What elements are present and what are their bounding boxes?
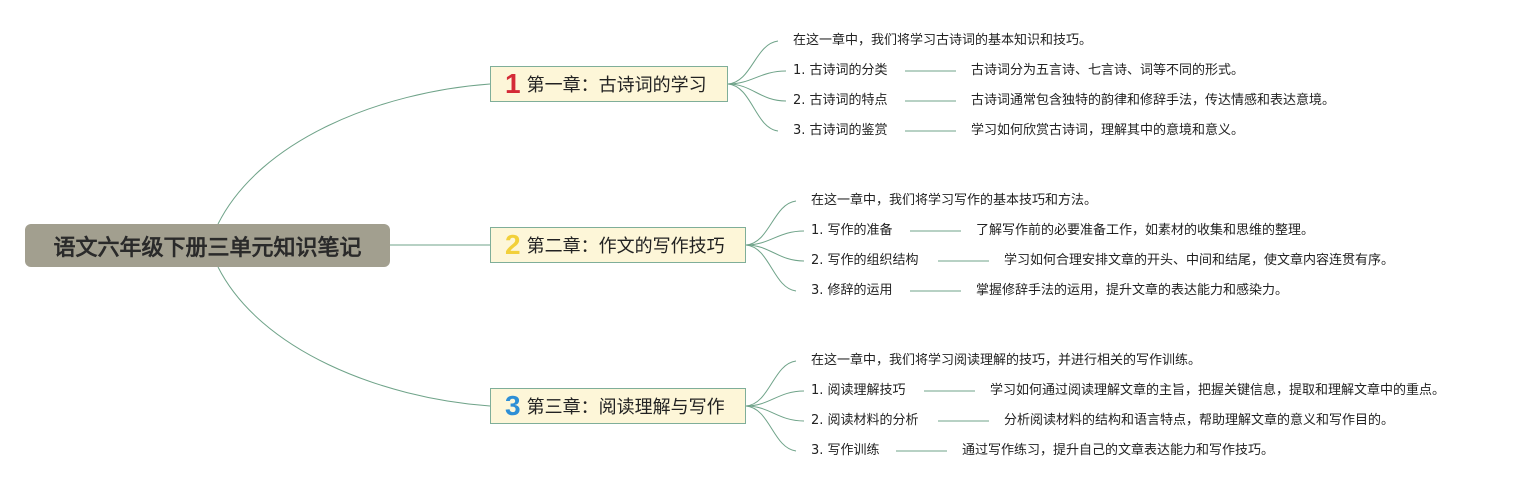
chapter-3-intro[interactable]: 在这一章中，我们将学习阅读理解的技巧，并进行相关的写作训练。	[811, 353, 1202, 368]
ch2-branch-item-2	[745, 244, 805, 262]
chapter-1-item-1-detail[interactable]: 古诗词分为五言诗、七言诗、词等不同的形式。	[971, 63, 1245, 78]
chapter-2-item-1-label[interactable]: 1. 写作的准备	[811, 223, 893, 238]
ch1-branch-item-1	[727, 70, 787, 85]
chapter-1-title: 第一章：古诗词的学习	[526, 75, 707, 96]
chapter-3-item-1-label[interactable]: 1. 阅读理解技巧	[811, 383, 906, 398]
ch2-branch-item-3	[745, 244, 797, 292]
chapter-3-item-1-detail[interactable]: 学习如何通过阅读理解文章的主旨，把握关键信息，提取和理解文章中的重点。	[990, 383, 1446, 398]
ch3-branch-intro	[745, 360, 797, 407]
chapter-2-item-3-label[interactable]: 3. 修辞的运用	[811, 283, 893, 298]
chapter-2-item-2-detail[interactable]: 学习如何合理安排文章的开头、中间和结尾，使文章内容连贯有序。	[1004, 253, 1395, 268]
root-title: 语文六年级下册三单元知识笔记	[53, 235, 362, 261]
ch1-branch-intro	[727, 40, 779, 85]
chapter-1-node[interactable]: 1 第一章：古诗词的学习	[490, 66, 728, 102]
chapter-1-item-2-label[interactable]: 2. 古诗词的特点	[793, 93, 888, 108]
ch2-branch-intro	[745, 200, 797, 246]
number-3-icon: 3	[505, 390, 521, 421]
chapter-2-item-1-detail[interactable]: 了解写作前的必要准备工作，如素材的收集和思维的整理。	[976, 223, 1315, 238]
chapter-1-item-1-label[interactable]: 1. 古诗词的分类	[793, 63, 888, 78]
chapter-3-item-3-detail[interactable]: 通过写作练习，提升自己的文章表达能力和写作技巧。	[962, 443, 1275, 458]
chapter-1-intro[interactable]: 在这一章中，我们将学习古诗词的基本知识和技巧。	[793, 33, 1093, 48]
ch1-branch-item-2	[727, 83, 787, 102]
number-2-icon: 2	[505, 229, 521, 260]
chapter-2-node[interactable]: 2 第二章：作文的写作技巧	[490, 227, 746, 263]
chapter-1-item-3-label[interactable]: 3. 古诗词的鉴赏	[793, 123, 888, 138]
ch3-branch-item-1	[745, 390, 805, 407]
chapter-1-item-2-detail[interactable]: 古诗词通常包含独特的韵律和修辞手法，传达情感和表达意境。	[971, 93, 1336, 108]
chapter-2-item-3-detail[interactable]: 掌握修辞手法的运用，提升文章的表达能力和感染力。	[976, 283, 1289, 298]
chapter-1-item-3-detail[interactable]: 学习如何欣赏古诗词，理解其中的意境和意义。	[971, 123, 1245, 138]
number-1-icon: 1	[505, 68, 521, 99]
chapter-2-intro[interactable]: 在这一章中，我们将学习写作的基本技巧和方法。	[811, 193, 1098, 208]
chapter-3-item-2-detail[interactable]: 分析阅读材料的结构和语言特点，帮助理解文章的意义和写作目的。	[1004, 413, 1395, 428]
root-topic[interactable]: 语文六年级下册三单元知识笔记	[25, 224, 390, 267]
chapter-2-title: 第二章：作文的写作技巧	[526, 236, 725, 257]
ch2-branch-item-1	[745, 230, 805, 246]
root-to-chapter-3-line	[217, 266, 491, 407]
root-to-chapter-1-line	[217, 83, 491, 225]
chapter-3-item-3-label[interactable]: 3. 写作训练	[811, 443, 880, 458]
chapter-2-item-2-label[interactable]: 2. 写作的组织结构	[811, 253, 919, 268]
chapter-3-title: 第三章：阅读理解与写作	[526, 397, 725, 418]
ch3-branch-item-2	[745, 405, 805, 422]
ch1-branch-item-3	[727, 83, 779, 132]
chapter-3-node[interactable]: 3 第三章：阅读理解与写作	[490, 388, 746, 424]
chapter-3-item-2-label[interactable]: 2. 阅读材料的分析	[811, 413, 919, 428]
ch3-branch-item-3	[745, 405, 797, 452]
